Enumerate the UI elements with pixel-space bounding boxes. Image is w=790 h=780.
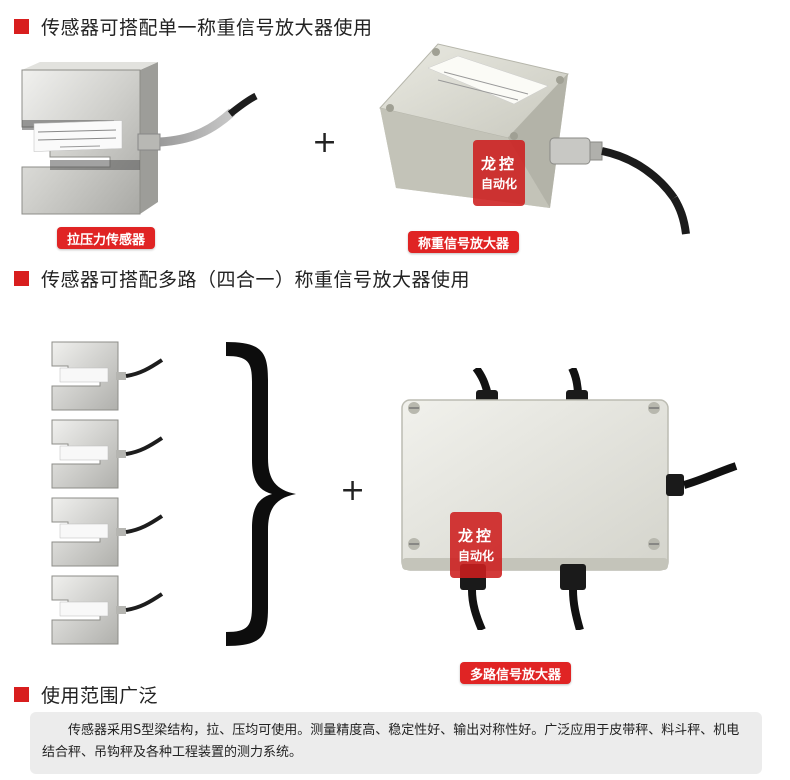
brand-line2: 自动化	[480, 177, 517, 191]
four-load-cells-image	[51, 341, 164, 645]
plus-sign: +	[340, 473, 366, 508]
section-title: 传感器可搭配多路（四合一）称重信号放大器使用	[41, 268, 471, 291]
red-square-marker	[14, 18, 29, 34]
red-square-marker	[14, 270, 29, 286]
s-type-load-cell-image	[21, 62, 258, 215]
section-title: 传感器可搭配单一称重信号放大器使用	[41, 16, 373, 39]
red-square-marker	[14, 686, 29, 702]
single-amplifier-label: 称重信号放大器	[408, 231, 520, 253]
usage-description-box: 传感器采用S型梁结构，拉、压均可使用。测量精度高、稳定性好、输出对称性好。广泛应…	[30, 712, 762, 774]
plus-sign: +	[312, 125, 338, 160]
brand-line1: 龙控	[480, 155, 517, 173]
curly-brace-icon	[226, 342, 296, 646]
section-heading-multi: 传感器可搭配多路（四合一）称重信号放大器使用	[14, 265, 470, 291]
section-heading-single: 传感器可搭配单一称重信号放大器使用	[14, 13, 373, 39]
multi-amplifier-label: 多路信号放大器	[460, 662, 572, 684]
usage-text: 传感器采用S型梁结构，拉、压均可使用。测量精度高、稳定性好、输出对称性好。广泛应…	[42, 723, 740, 760]
brand-watermark: 龙控 自动化	[450, 512, 502, 578]
brand-line2: 自动化	[457, 549, 494, 563]
multi-amplifier-image	[401, 368, 738, 630]
single-amplifier-image	[379, 43, 690, 235]
load-cell-1	[51, 341, 164, 411]
load-cell-4	[51, 575, 164, 645]
load-cell-2	[51, 419, 164, 489]
section-title: 使用范围广泛	[41, 684, 159, 707]
section-heading-usage: 使用范围广泛	[14, 681, 158, 707]
load-cell-3	[51, 497, 164, 567]
load-cell-label: 拉压力传感器	[57, 227, 156, 249]
brand-line1: 龙控	[457, 527, 494, 545]
brand-watermark: 龙控 自动化	[473, 140, 525, 206]
